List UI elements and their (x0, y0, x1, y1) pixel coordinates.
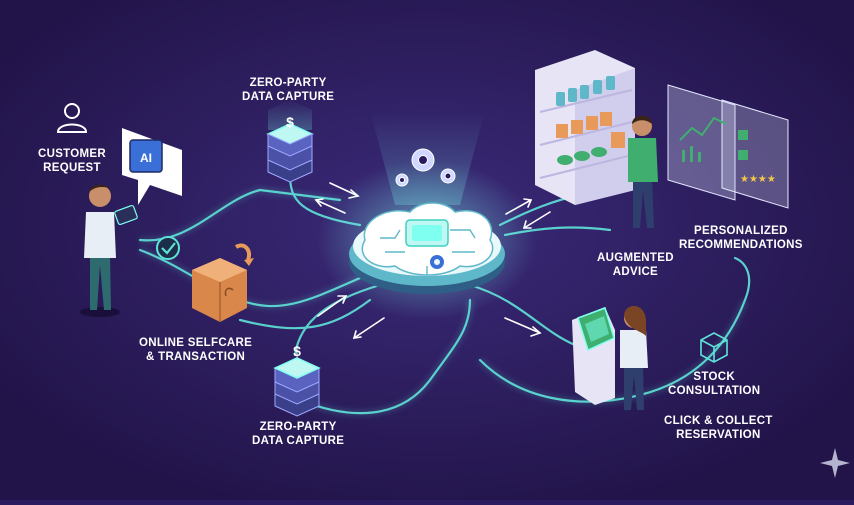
ai-chip-text: AI (140, 151, 152, 165)
label-customer-request: CUSTOMER REQUEST (38, 148, 106, 174)
arrow-right-kiosk (504, 317, 542, 337)
label-augmented-advice: AUGMENTED ADVICE (597, 252, 674, 278)
label-online-selfcare: ONLINE SELFCARE & TRANSACTION (139, 337, 253, 363)
parcel-box-icon (192, 243, 254, 322)
label-click-collect: CLICK & COLLECT RESERVATION (664, 415, 773, 441)
stock-cube-icon (700, 332, 728, 363)
customer-person-icon (56, 103, 88, 133)
recommendation-dashboard: ★★★★ (667, 84, 789, 209)
arrow-up-right-1 (317, 295, 348, 317)
ai-chat-bubble: AI (122, 128, 182, 205)
ai-brain-hub (317, 110, 537, 320)
label-stock-consultation: STOCK CONSULTATION (668, 371, 761, 397)
store-shelf (535, 50, 635, 205)
label-zero-party-bottom: ZERO-PARTY DATA CAPTURE (252, 421, 345, 447)
arrow-down-left-1 (352, 317, 385, 339)
label-personalized-recommendations: PERSONALIZED RECOMMENDATIONS (679, 225, 803, 251)
rating-stars-icon: ★★★★ (740, 174, 776, 185)
dollar-icon-top: $ (286, 114, 294, 130)
dollar-icon-bottom: $ (293, 343, 301, 359)
customer-figure (80, 184, 138, 317)
zero-party-stack-top: $ (266, 100, 314, 183)
sparkle-icon (820, 448, 850, 478)
check-circle-icon (156, 236, 180, 260)
gears-icon (395, 148, 456, 187)
kiosk-terminal (572, 307, 615, 405)
zero-party-stack-bottom: $ (273, 343, 321, 417)
small-gear-icon (430, 255, 444, 269)
flow-line-box (238, 298, 372, 330)
kiosk-user-figure (620, 305, 648, 410)
advisor-figure (611, 115, 658, 228)
label-zero-party-top: ZERO-PARTY DATA CAPTURE (242, 77, 335, 103)
